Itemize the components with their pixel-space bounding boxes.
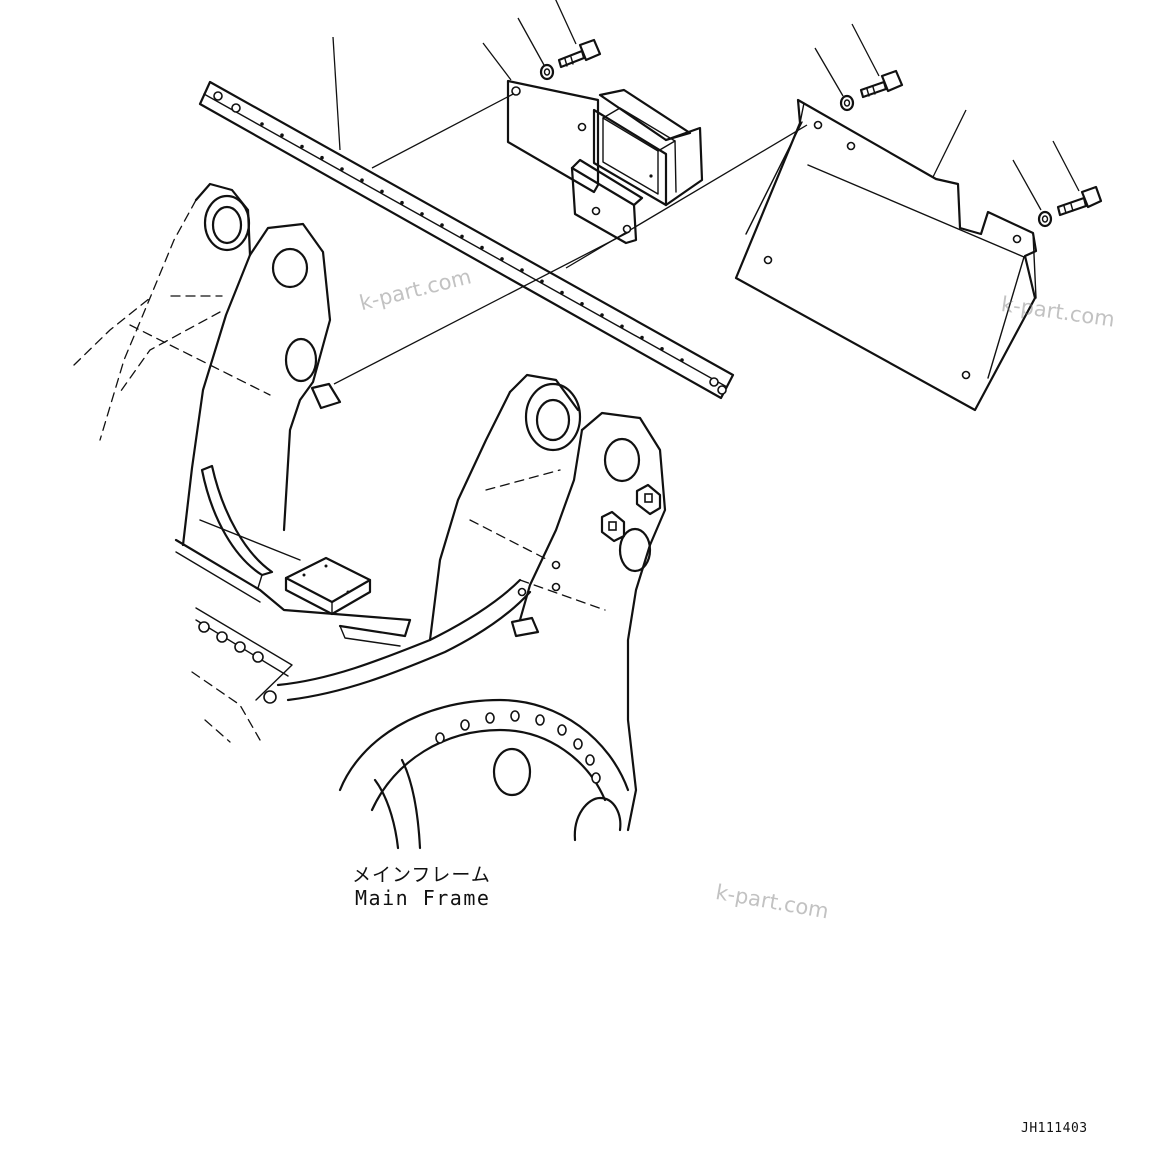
ring-hole bbox=[510, 710, 520, 722]
washer-left bbox=[539, 63, 555, 81]
rail-hole bbox=[560, 290, 564, 295]
rail-hole bbox=[500, 257, 504, 261]
bolt-middle bbox=[859, 69, 904, 99]
ring-hole bbox=[535, 714, 545, 726]
rail-hole bbox=[640, 335, 644, 340]
rail-hole bbox=[540, 279, 544, 284]
rail-hole bbox=[600, 313, 604, 317]
rail-hole bbox=[480, 245, 484, 250]
rail-hole bbox=[380, 189, 384, 194]
rail-hole bbox=[620, 324, 624, 329]
ring-hole bbox=[460, 719, 470, 731]
rail-hole bbox=[300, 144, 304, 149]
ring-hole bbox=[485, 712, 495, 724]
duct-bracket bbox=[506, 79, 704, 245]
rail-hole bbox=[520, 268, 524, 272]
rail-hole bbox=[660, 347, 664, 351]
drawing-code: JH111403 bbox=[1021, 1121, 1088, 1136]
rail-hole bbox=[260, 122, 264, 126]
rail-hole bbox=[400, 200, 404, 205]
bolt-left bbox=[557, 38, 602, 69]
main-frame-label-en: Main Frame bbox=[355, 886, 491, 910]
ring-hole bbox=[557, 724, 567, 736]
ring-hole bbox=[573, 738, 583, 750]
rail-bar bbox=[198, 80, 735, 400]
washer-right bbox=[1037, 210, 1053, 228]
rail-hole bbox=[340, 167, 344, 171]
rail-hole bbox=[420, 212, 424, 216]
leader-lines bbox=[332, 0, 1080, 385]
rail-hole bbox=[320, 155, 324, 160]
ring-hole bbox=[591, 772, 601, 784]
main-frame-label-jp: メインフレーム bbox=[352, 864, 491, 886]
main-frame bbox=[73, 182, 667, 850]
ring-hole bbox=[585, 754, 595, 766]
rail-hole bbox=[580, 302, 584, 306]
washer-middle bbox=[839, 94, 855, 112]
bolt-right bbox=[1056, 185, 1103, 217]
rail-hole bbox=[440, 223, 444, 227]
rail-hole bbox=[680, 358, 684, 362]
ring-hole bbox=[435, 732, 445, 744]
rail-hole bbox=[460, 234, 464, 239]
cover-plate bbox=[734, 98, 1038, 412]
rail-hole bbox=[360, 178, 364, 182]
rail-hole bbox=[280, 133, 284, 137]
